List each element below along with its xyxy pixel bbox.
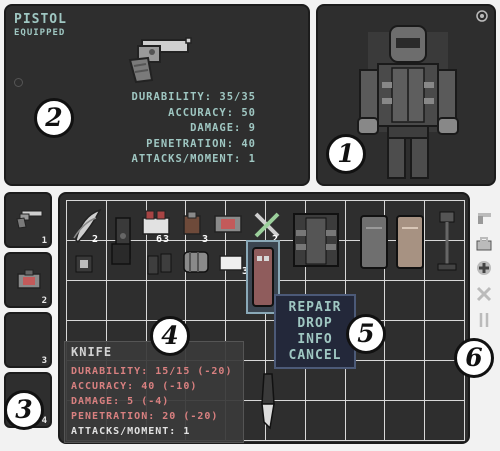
- inventory-cell[interactable]: [344, 400, 386, 441]
- inventory-cell[interactable]: [424, 400, 465, 441]
- boxes-count: 3: [202, 234, 210, 245]
- item-tooltip: KNIFE DURABILITY: 15/15 (-20) ACCURACY: …: [64, 341, 244, 443]
- tooltip-stat-line: ACCURACY: 40 (-10): [71, 381, 198, 392]
- pistol-icon: [16, 210, 43, 229]
- inventory-cell[interactable]: [384, 360, 426, 401]
- gray-armor-plate-icon[interactable]: [358, 212, 390, 272]
- character-portrait[interactable]: [338, 20, 478, 184]
- tooltip-stat-line: PENETRATION: 20 (-20): [71, 411, 219, 422]
- knife-icon[interactable]: [256, 370, 280, 430]
- weapon-stats: DURABILITY: 35/35 ACCURACY: 50 DAMAGE: 9…: [132, 90, 256, 168]
- vest-icon[interactable]: [286, 208, 346, 270]
- inventory-cell[interactable]: [105, 280, 147, 321]
- syringe-count: 2: [272, 234, 279, 245]
- inventory-cell[interactable]: [145, 280, 187, 321]
- grenade-box-icon: [17, 269, 41, 289]
- bandage-count: 3: [242, 266, 249, 277]
- ammo-box-icon[interactable]: [140, 208, 172, 238]
- tooltip-stat-line: DURABILITY: 15/15 (-20): [71, 366, 233, 377]
- tooltip-stat-line: ATTACKS/MOMENT: 1: [71, 426, 191, 437]
- small-circle-icon: [14, 78, 23, 87]
- settings-gear-icon[interactable]: [476, 10, 488, 22]
- medical-category-icon[interactable]: [474, 258, 494, 278]
- stat-line: PENETRATION: 40: [146, 137, 256, 150]
- syringe-icon[interactable]: [250, 208, 284, 242]
- annotation-badge: 5: [346, 314, 386, 354]
- wallet-icon[interactable]: [72, 252, 96, 276]
- inventory-cell[interactable]: [66, 280, 107, 321]
- quick-slot-3[interactable]: 3: [4, 312, 52, 368]
- slot-number: 1: [41, 236, 48, 246]
- inventory-cell[interactable]: [384, 320, 426, 361]
- annotation-badge: 1: [326, 134, 366, 174]
- bandage-icon[interactable]: [216, 248, 246, 278]
- inventory-cell[interactable]: [384, 280, 426, 321]
- annotation-badge: 4: [150, 316, 190, 356]
- inventory-cell[interactable]: [384, 400, 426, 441]
- bandage-roll-icon[interactable]: [180, 246, 212, 278]
- stat-line: ACCURACY: 50: [168, 106, 256, 119]
- inventory-cell[interactable]: [185, 280, 227, 321]
- slot-number: 4: [41, 416, 48, 426]
- menu-item-repair[interactable]: REPAIR: [288, 300, 342, 315]
- weapon-info-panel: PISTOL EQUIPPED DURABILITY: 35/35 ACCURA…: [4, 4, 310, 186]
- revolver-icon[interactable]: [106, 214, 146, 270]
- stat-line: ATTACKS/MOMENT: 1: [131, 153, 256, 165]
- weapon-name: PISTOL: [14, 12, 67, 27]
- tooltip-item-name: KNIFE: [71, 345, 113, 359]
- pistol-icon: [128, 37, 192, 84]
- food-category-icon[interactable]: [474, 310, 494, 330]
- crate-icon[interactable]: [178, 210, 208, 240]
- quick-slot-1[interactable]: 1: [4, 192, 52, 248]
- feather-icon[interactable]: [70, 206, 104, 246]
- antenna-device-icon[interactable]: [432, 208, 462, 274]
- toolbox-category-icon[interactable]: [474, 234, 494, 254]
- selected-item-highlight[interactable]: [246, 240, 280, 314]
- ammo-count: 63: [156, 234, 171, 245]
- weapon-category-icon[interactable]: [474, 208, 494, 228]
- item-context-menu: REPAIR DROP INFO CANCEL: [274, 294, 356, 369]
- slot-number: 2: [41, 296, 48, 306]
- gloves-icon[interactable]: [144, 248, 176, 278]
- menu-item-drop[interactable]: DROP: [297, 316, 333, 331]
- menu-item-cancel[interactable]: CANCEL: [288, 348, 342, 363]
- tan-armor-plate-icon[interactable]: [394, 212, 426, 272]
- grenade-box-icon[interactable]: [212, 208, 244, 238]
- feathers-count: 2: [92, 234, 100, 245]
- backpack-icon: [252, 247, 274, 307]
- annotation-badge: 6: [454, 338, 494, 378]
- stat-line: DURABILITY: 35/35: [131, 91, 256, 103]
- stat-line: DAMAGE: 9: [190, 122, 256, 134]
- inventory-cell[interactable]: [424, 280, 465, 321]
- weapon-state: EQUIPPED: [14, 28, 66, 38]
- tooltip-stat-line: DAMAGE: 5 (-4): [71, 396, 170, 407]
- slot-number: 3: [41, 356, 48, 366]
- annotation-badge: 3: [4, 390, 44, 430]
- crafting-tools-icon[interactable]: [474, 284, 494, 304]
- quick-slot-2[interactable]: 2: [4, 252, 52, 308]
- menu-item-info[interactable]: INFO: [297, 332, 333, 347]
- inventory-cell[interactable]: [304, 400, 346, 441]
- annotation-badge: 2: [34, 98, 74, 138]
